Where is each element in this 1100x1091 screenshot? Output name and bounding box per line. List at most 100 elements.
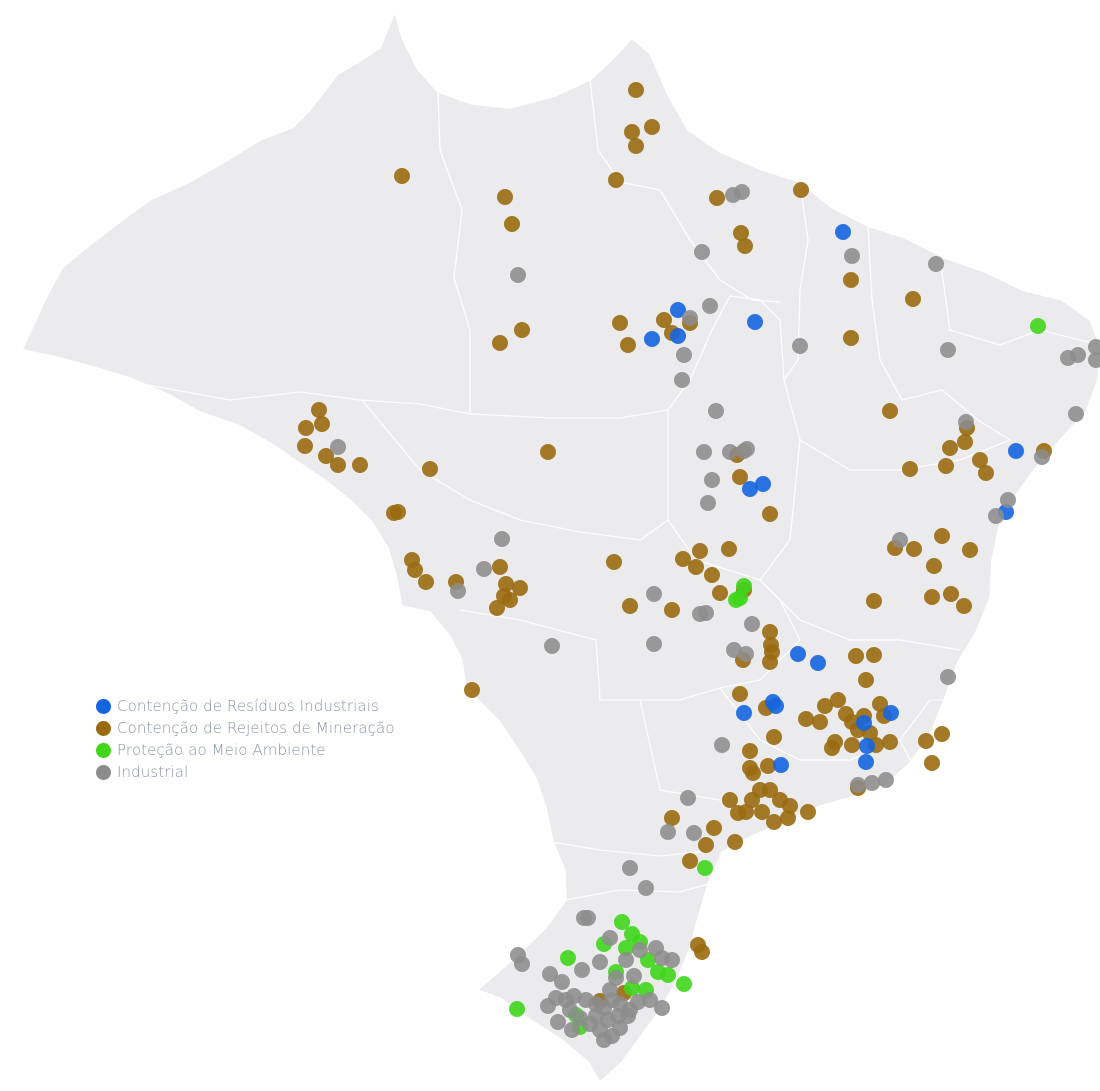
map-marker-mining (704, 567, 720, 583)
map-marker-mining (514, 322, 530, 338)
map-marker-mining (812, 714, 828, 730)
map-marker-industrial-waste (790, 646, 806, 662)
map-marker-mining (764, 644, 780, 660)
map-marker-industrial (1088, 339, 1100, 355)
map-marker-mining (664, 810, 680, 826)
legend-dot-gray-icon (96, 764, 111, 780)
map-marker-industrial (654, 1000, 670, 1016)
map-marker-mining (628, 138, 644, 154)
map-marker-mining (624, 124, 640, 140)
legend-label: Industrial (117, 763, 189, 781)
map-marker-environment (660, 967, 676, 983)
map-marker-mining (733, 225, 749, 241)
map-marker-industrial (988, 508, 1004, 524)
legend-dot-brown-icon (96, 720, 111, 736)
map-marker-mining (692, 543, 708, 559)
map-marker-environment (728, 592, 744, 608)
map-marker-industrial (674, 372, 690, 388)
map-marker-mining (504, 216, 520, 232)
map-marker-industrial (540, 998, 556, 1014)
map-marker-mining (622, 598, 638, 614)
map-marker-industrial (550, 1014, 566, 1030)
map-marker-industrial (494, 531, 510, 547)
map-marker-mining (502, 592, 518, 608)
map-marker-mining (782, 798, 798, 814)
map-marker-mining (793, 182, 809, 198)
map-marker-mining (492, 335, 508, 351)
map-marker-mining (800, 804, 816, 820)
map-marker-industrial (510, 267, 526, 283)
map-marker-industrial-waste (883, 705, 899, 721)
map-marker-industrial (330, 439, 346, 455)
map-marker-mining (780, 810, 796, 826)
map-marker-mining (709, 190, 725, 206)
map-marker-industrial (664, 952, 680, 968)
map-marker-industrial (892, 532, 908, 548)
map-marker-industrial (608, 970, 624, 986)
map-marker-industrial-waste (755, 476, 771, 492)
map-marker-mining (830, 692, 846, 708)
map-marker-mining (298, 420, 314, 436)
markers-layer (297, 82, 1100, 1048)
map-marker-mining (754, 804, 770, 820)
map-marker-mining (606, 554, 622, 570)
map-marker-industrial (739, 441, 755, 457)
map-marker-mining (712, 585, 728, 601)
map-marker-environment (624, 980, 640, 996)
map-marker-mining (722, 792, 738, 808)
map-marker-mining (540, 444, 556, 460)
map-marker-environment (697, 860, 713, 876)
map-marker-mining (957, 434, 973, 450)
map-legend: Contenção de Resíduos Industriais Conten… (96, 695, 395, 783)
map-marker-environment (509, 1001, 525, 1017)
map-marker-industrial (738, 646, 754, 662)
map-marker-industrial (1068, 406, 1084, 422)
map-marker-industrial (450, 583, 466, 599)
map-marker-industrial (844, 248, 860, 264)
map-marker-mining (760, 758, 776, 774)
map-marker-mining (924, 589, 940, 605)
map-marker-mining (943, 586, 959, 602)
map-marker-mining (924, 755, 940, 771)
map-marker-industrial (554, 974, 570, 990)
map-marker-mining (934, 528, 950, 544)
map-marker-mining (352, 457, 368, 473)
map-marker-mining (612, 315, 628, 331)
legend-item-industrial-waste: Contenção de Resíduos Industriais (96, 695, 395, 717)
map-marker-environment (1030, 318, 1046, 334)
map-marker-mining (744, 792, 760, 808)
map-marker-industrial (676, 347, 692, 363)
map-marker-mining (843, 272, 859, 288)
map-marker-mining (732, 686, 748, 702)
map-marker-mining (798, 711, 814, 727)
map-marker-mining (942, 440, 958, 456)
map-marker-industrial (704, 472, 720, 488)
map-marker-mining (766, 814, 782, 830)
map-marker-mining (762, 506, 778, 522)
map-marker-mining (628, 82, 644, 98)
map-marker-mining (858, 672, 874, 688)
map-marker-mining (394, 168, 410, 184)
map-marker-industrial (646, 636, 662, 652)
map-marker-mining (737, 238, 753, 254)
map-marker-industrial (602, 930, 618, 946)
map-marker-industrial-waste (670, 302, 686, 318)
map-marker-industrial (638, 880, 654, 896)
map-marker-mining (962, 542, 978, 558)
map-marker-industrial (692, 606, 708, 622)
map-marker-industrial (612, 1020, 628, 1036)
map-marker-industrial (686, 825, 702, 841)
map-marker-industrial (850, 777, 866, 793)
map-marker-mining (656, 312, 672, 328)
map-marker-mining (620, 337, 636, 353)
map-marker-industrial (864, 775, 880, 791)
map-marker-environment (618, 940, 634, 956)
map-marker-mining (318, 448, 334, 464)
legend-item-mining: Contenção de Rejeitos de Mineração (96, 717, 395, 739)
map-marker-industrial (642, 992, 658, 1008)
map-marker-industrial (564, 1022, 580, 1038)
map-marker-mining (902, 461, 918, 477)
map-marker-mining (817, 698, 833, 714)
map-marker-mining (314, 416, 330, 432)
